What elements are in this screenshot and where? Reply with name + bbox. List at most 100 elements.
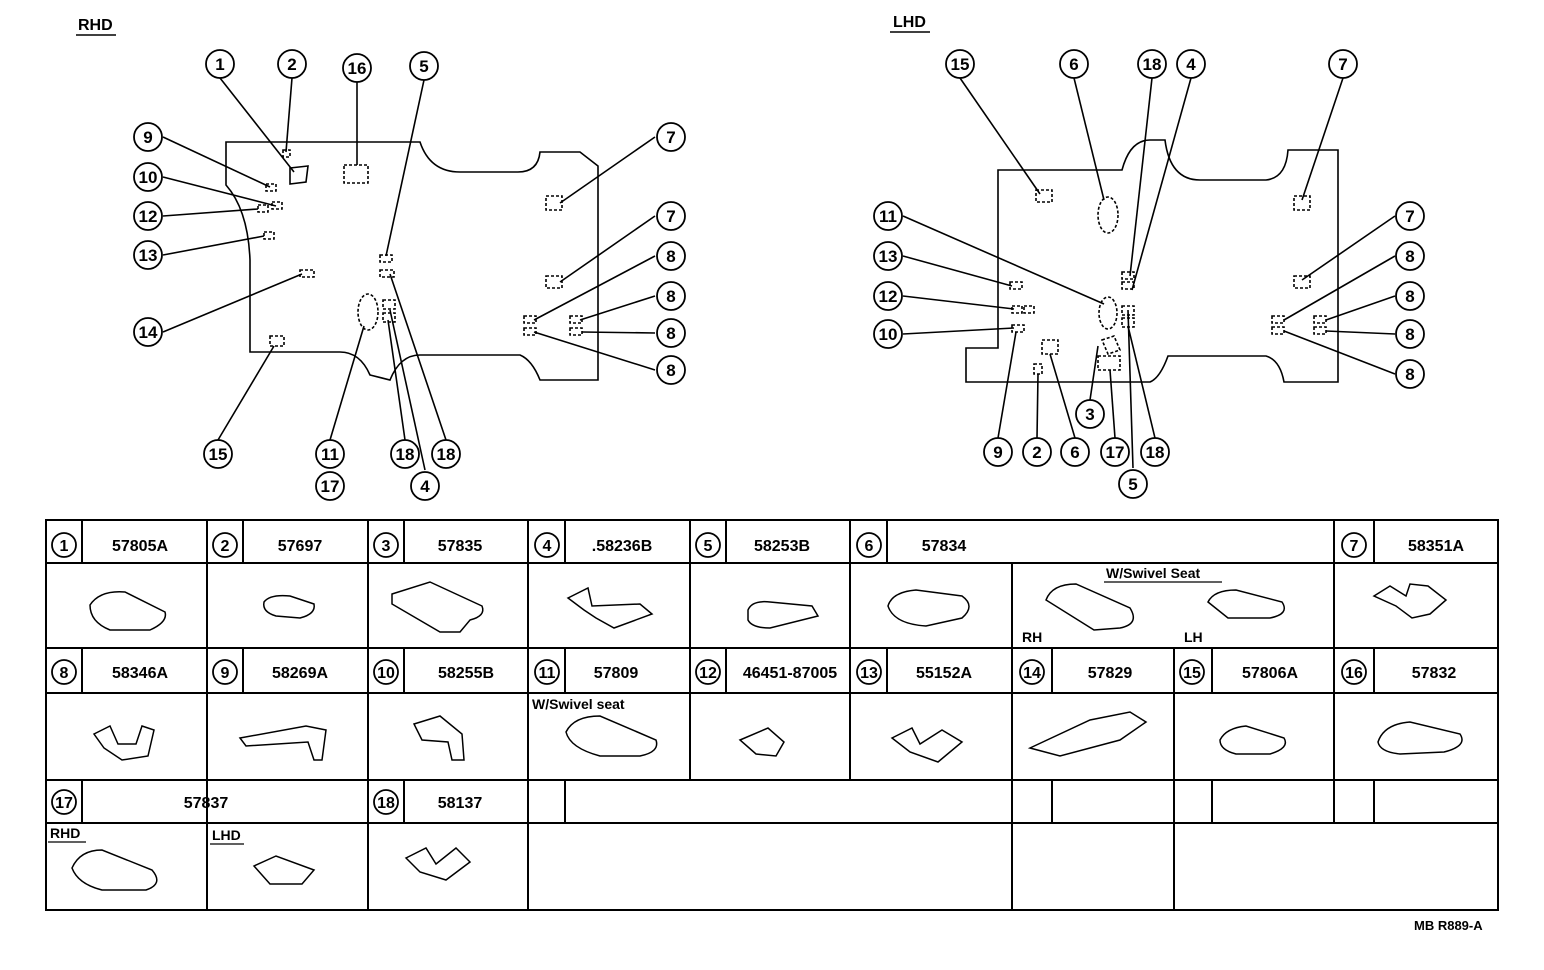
table-num-6: 6 [856,532,882,558]
part-number-2: 57697 [278,538,323,555]
rhd-callout-8: 8 [656,241,686,271]
callout-number: 6 [865,538,874,555]
part-number-13: 55152A [916,665,972,682]
rhd-callout-17: 17 [315,471,345,501]
part-number-1: 57805A [112,538,168,555]
table-num-15: 15 [1179,659,1205,685]
table-num-14: 14 [1019,659,1045,685]
rhd-callout-13: 13 [133,240,163,270]
callout-number: 5 [1128,475,1137,494]
lhd-callout-5: 5 [1118,469,1148,499]
table-num-5: 5 [695,532,721,558]
note-lhd-17: LHD [212,827,241,843]
lhd-callout-8: 8 [1395,241,1425,271]
part-number-8: 58346A [112,665,168,682]
rhd-callout-7: 7 [656,201,686,231]
part-number-15: 57806A [1242,665,1298,682]
rhd-callout-2: 2 [277,49,307,79]
table-num-1: 1 [51,532,77,558]
callout-number: 5 [704,538,713,555]
rhd-callout-9: 9 [133,122,163,152]
lhd-callout-11: 11 [873,201,903,231]
callout-number: 15 [209,445,228,464]
rhd-callout-18: 18 [390,439,420,469]
table-num-18: 18 [373,789,399,815]
part-number-6: 57834 [922,538,967,555]
rhd-floor-outline [225,141,599,381]
callout-number: 8 [666,361,675,380]
callout-number: 7 [1350,538,1359,555]
rhd-callout-4: 4 [410,471,440,501]
table-num-2: 2 [212,532,238,558]
lhd-callout-9: 9 [983,437,1013,467]
callout-number: 15 [1183,665,1201,682]
part-number-10: 58255B [438,665,494,682]
lhd-callout-8: 8 [1395,281,1425,311]
callout-number: 12 [879,287,898,306]
lhd-part-markers [1009,189,1327,375]
lhd-callout-8: 8 [1395,319,1425,349]
callout-number: 2 [1032,443,1041,462]
callout-number: 3 [382,538,391,555]
callout-number: 3 [1085,405,1094,424]
rhd-callout-10: 10 [133,162,163,192]
callout-number: 8 [1405,287,1414,306]
lhd-callout-7: 7 [1328,49,1358,79]
part-number-3: 57835 [438,538,483,555]
table-num-13: 13 [856,659,882,685]
rhd-callout-7: 7 [656,122,686,152]
callout-number: 8 [60,665,69,682]
note-swivel-seat-6: W/Swivel Seat [1106,565,1200,581]
callout-number: 15 [951,55,970,74]
lhd-callout-7: 7 [1395,201,1425,231]
note-swivel-seat-11: W/Swivel seat [532,696,625,712]
table-num-11: 11 [534,659,560,685]
part-number-18: 58137 [438,795,483,812]
lhd-callout-8: 8 [1395,359,1425,389]
part-number-14: 57829 [1088,665,1133,682]
callout-number: 12 [139,207,158,226]
callout-number: 16 [348,59,367,78]
callout-number: 18 [1146,443,1165,462]
callout-number: 11 [321,445,339,464]
lhd-callout-18: 18 [1140,437,1170,467]
callout-number: 13 [139,246,158,265]
table-num-7: 7 [1341,532,1367,558]
rhd-callout-5: 5 [409,51,439,81]
callout-number: 5 [419,57,428,76]
callout-number: 7 [666,207,675,226]
part-number-16: 57832 [1412,665,1457,682]
callout-number: 10 [879,325,898,344]
callout-number: 1 [215,55,224,74]
callout-number: 11 [539,665,556,682]
callout-number: 7 [1338,55,1347,74]
callout-number: 10 [377,665,395,682]
lhd-callout-4: 4 [1176,49,1206,79]
rhd-callout-16: 16 [342,53,372,83]
callout-number: 4 [543,538,552,555]
callout-number: 8 [666,324,675,343]
lhd-leader-lines [902,77,1396,469]
callout-number: 16 [1345,665,1363,682]
lhd-callout-2: 2 [1022,437,1052,467]
callout-number: 2 [287,55,296,74]
rhd-callout-14: 14 [133,317,163,347]
rhd-callout-8: 8 [656,318,686,348]
part-number-5: 58253B [754,538,810,555]
lhd-callout-18: 18 [1137,49,1167,79]
part-number-7: 58351A [1408,538,1464,555]
rhd-heading: RHD [78,17,113,34]
part-sketches [71,581,1463,891]
rhd-callout-8: 8 [656,281,686,311]
callout-number: 14 [139,323,158,342]
table-num-9: 9 [212,659,238,685]
callout-number: 18 [1143,55,1162,74]
lhd-floor-outline [965,139,1339,383]
rhd-callout-1: 1 [205,49,235,79]
lhd-callout-3: 3 [1075,399,1105,429]
callout-number: 8 [1405,247,1414,266]
callout-number: 9 [221,665,230,682]
callout-number: 1 [60,538,69,555]
